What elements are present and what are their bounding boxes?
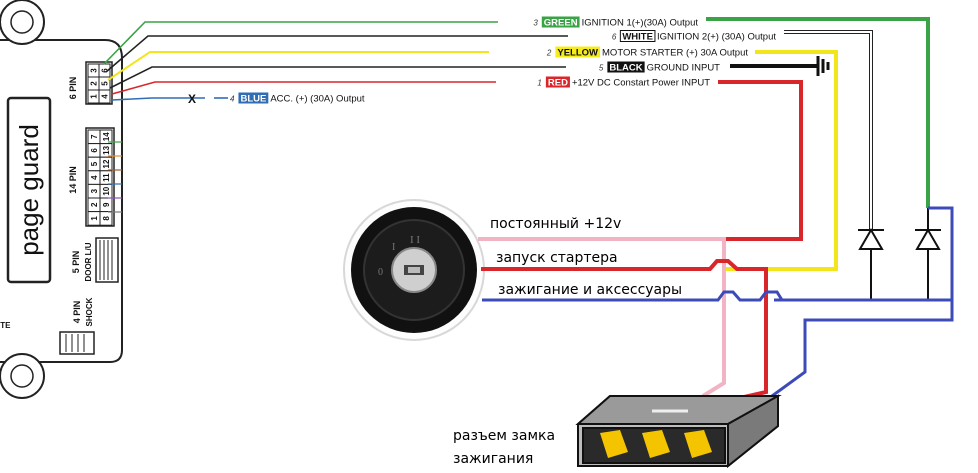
terminal-3: [684, 430, 712, 458]
pin4-sublabel: SHOCK: [85, 297, 94, 326]
wire-description: IGNITION 2(+) (30A) Output: [657, 32, 776, 43]
yellow-wire: [725, 50, 838, 271]
pin-number: 13: [102, 145, 111, 154]
wire-color-tag: GREEN: [544, 18, 578, 29]
ignition-connector: [575, 394, 782, 469]
blue-ignition-wire: [482, 290, 784, 302]
pink-wire: [478, 237, 726, 398]
connector-4pin: 4 PIN SHOCK: [59, 297, 95, 355]
wire-tag-background: [619, 30, 656, 42]
diode-green: [915, 208, 941, 300]
wire-color-tag: BLUE: [240, 94, 266, 105]
wire-number: 2: [546, 49, 552, 58]
pin-number: 2: [90, 81, 99, 86]
wire-number: 1: [537, 79, 541, 88]
wire-description: GROUND INPUT: [647, 63, 721, 74]
pin-cell: [98, 89, 111, 104]
pin-number: 5: [101, 81, 110, 86]
pin6-label: 6 PIN: [68, 77, 78, 100]
pin-number: 14: [102, 132, 111, 141]
pin-number: 4: [101, 94, 110, 99]
pin-number: 6: [101, 68, 110, 73]
wire-number: 3: [533, 19, 538, 28]
svg-text:I: I: [392, 242, 395, 253]
wire-label-black: 5 BLACK GROUND INPUT: [599, 61, 721, 74]
wire-description: MOTOR STARTER (+) 30A Output: [602, 48, 748, 59]
pin-number: 1: [90, 94, 99, 99]
pin14-leads: [108, 141, 122, 213]
connector-5pin: 5 PIN DOOR L/U: [71, 237, 119, 283]
wire-label-white: 6 WHITE IGNITION 2(+) (30A) Output: [612, 30, 776, 43]
wire-labels: 3 GREEN IGNITION 1(+)(30A) Output 6 WHITE IGN…: [230, 16, 776, 105]
red-power-wire: [718, 80, 803, 241]
module-edge-text: ITE: [0, 321, 11, 330]
wire-label-green: 3 GREEN IGNITION 1(+)(30A) Output: [533, 16, 699, 29]
pin-number: 7: [90, 134, 99, 139]
green-wire: [706, 17, 930, 208]
wire-tag-background: [555, 46, 601, 58]
wire-tag-background: [545, 76, 570, 88]
wire-tag-background: [238, 92, 269, 104]
pin14-label: 14 PIN: [68, 166, 78, 194]
blue-accessory-wire: [774, 206, 954, 302]
connector-caption-line1: разъем замка: [453, 428, 555, 444]
pin-number: 9: [102, 202, 111, 207]
wire-description: ACC. (+) (30A) Output: [270, 94, 365, 105]
brand-plate: [6, 96, 52, 284]
red-starter-wire: [481, 259, 768, 400]
white-wire: [784, 30, 873, 230]
blue-wire-marker: X: [188, 92, 196, 106]
wire-label-yellow: 2 YELLOW MOTOR STARTER (+) 30A Output: [546, 46, 748, 59]
wire-color-tag: RED: [548, 78, 568, 89]
terminal-2: [642, 430, 670, 458]
pin-number: 6: [90, 148, 99, 153]
brand-name: page guard: [14, 124, 44, 256]
pin-number: 3: [90, 188, 99, 193]
pin-number: 8: [102, 216, 111, 221]
wire-tag-background: [607, 61, 645, 73]
pin-number: 4: [90, 175, 99, 180]
pin-number: 10: [102, 186, 111, 195]
wire-number: 6: [612, 33, 617, 42]
svg-text:I I: I I: [410, 234, 420, 246]
pin-number: 2: [90, 202, 99, 207]
pin-number: 11: [102, 173, 111, 182]
label-constant-12v: постоянный +12v: [490, 216, 621, 232]
wire-description: +12V DC Constart Power INPUT: [572, 78, 710, 89]
pin4-label: 4 PIN: [72, 301, 82, 324]
wire-label-blue: 4 BLUE ACC. (+) (30A) Output: [230, 92, 365, 105]
wire-number: 4: [230, 95, 235, 104]
diode-white: [858, 228, 884, 300]
wire-description: IGNITION 1(+)(30A) Output: [582, 18, 699, 29]
label-ignition-acc: зажигание и аксессуары: [498, 282, 682, 298]
harness-leads: [103, 21, 568, 101]
pin-number: 12: [102, 159, 111, 168]
wire-color-tag: WHITE: [622, 32, 653, 43]
wire-number: 5: [599, 64, 604, 73]
wire-color-tag: YELLOW: [557, 48, 598, 59]
pin5-label: 5 PIN: [71, 251, 81, 274]
ignition-switch: I I 0 I: [343, 199, 485, 341]
svg-text:0: 0: [378, 267, 383, 278]
pin-number: 3: [90, 68, 99, 73]
wire-label-red: 1 RED +12V DC Constart Power INPUT: [537, 76, 710, 89]
ground-symbol: [816, 56, 830, 76]
label-starter: запуск стартера: [496, 250, 618, 266]
pin-number: 1: [90, 216, 99, 221]
wire-color-tag: BLACK: [609, 63, 642, 74]
wire-tag-background: [541, 16, 580, 28]
connector-caption-line2: зажигания: [453, 451, 533, 467]
pin-number: 5: [90, 161, 99, 166]
pin5-sublabel: DOOR L/U: [84, 242, 93, 281]
ignition-outputs: [478, 237, 954, 400]
terminal-1: [600, 430, 628, 458]
pin-cell: [99, 211, 113, 226]
